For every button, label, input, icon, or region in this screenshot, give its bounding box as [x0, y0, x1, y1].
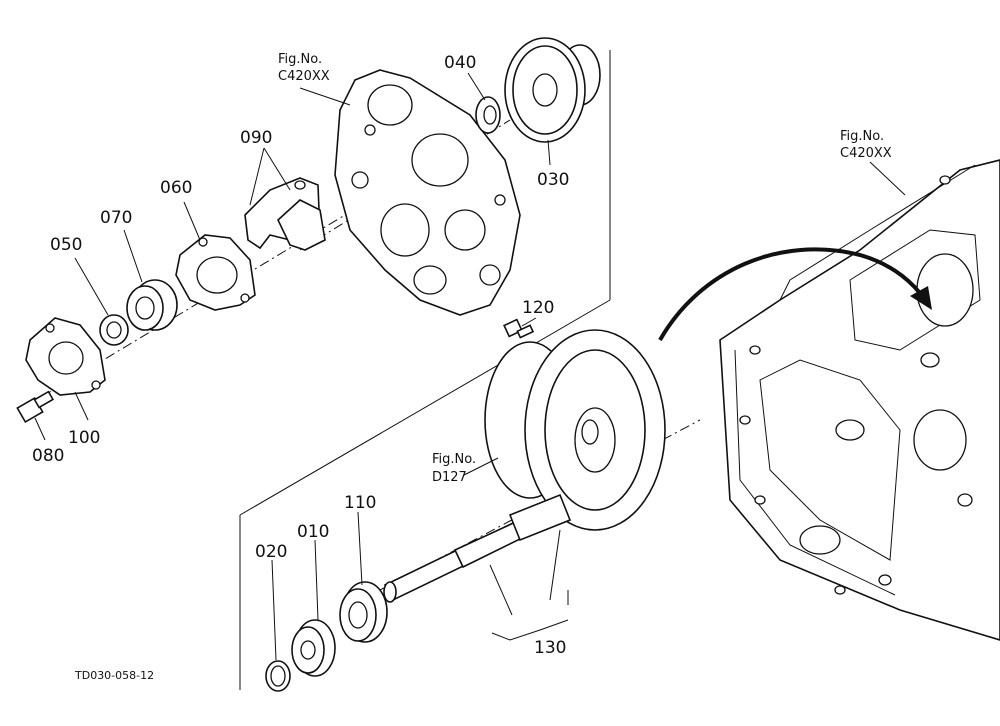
bolt-120: [503, 318, 535, 339]
label-040: 040: [444, 53, 476, 73]
oil-seal-070: [126, 279, 178, 331]
thrust-washer-040: [475, 96, 501, 134]
snap-ring-020: [265, 660, 291, 692]
label-060: 060: [160, 178, 192, 198]
cover-plate-100: [25, 317, 106, 396]
fig-ref-top-line1: Fig.No.: [278, 52, 322, 67]
bolt-080: [16, 390, 55, 424]
label-130: 130: [534, 638, 566, 658]
label-110: 110: [344, 493, 376, 513]
bevel-pinion-shaft: [383, 493, 572, 603]
label-100: 100: [68, 428, 100, 448]
bushing-050: [99, 314, 129, 346]
transmission-case: [719, 159, 1000, 641]
leader-lines: [34, 72, 906, 661]
part-number-labels: 040 030 090 060 070 050 100 080 120 110 …: [32, 53, 569, 658]
fig-ref-middle-line2: D127: [432, 470, 467, 485]
label-120: 120: [522, 298, 554, 318]
fig-ref-right-line1: Fig.No.: [840, 129, 884, 144]
drawing-code: TD030-058-12: [74, 669, 154, 682]
figure-references: Fig.No. C420XX Fig.No. C420XX Fig.No. D1…: [278, 52, 892, 485]
fig-ref-middle-line1: Fig.No.: [432, 452, 476, 467]
label-020: 020: [255, 542, 287, 562]
curved-arrow-icon: [658, 247, 932, 341]
label-050: 050: [50, 235, 82, 255]
label-080: 080: [32, 446, 64, 466]
gear-case-cover: [334, 69, 521, 316]
ball-bearing-110: [339, 581, 388, 643]
gear-030: [504, 37, 601, 143]
fig-ref-top-line2: C420XX: [278, 69, 330, 84]
flange-plate-060: [175, 234, 256, 311]
differential-ring-gear: [484, 329, 666, 531]
fig-ref-right-line2: C420XX: [840, 146, 892, 161]
label-070: 070: [100, 208, 132, 228]
label-010: 010: [297, 522, 329, 542]
label-030: 030: [537, 170, 569, 190]
label-090: 090: [240, 128, 272, 148]
shift-fork-pair: [244, 177, 326, 251]
gear-010: [291, 619, 336, 677]
